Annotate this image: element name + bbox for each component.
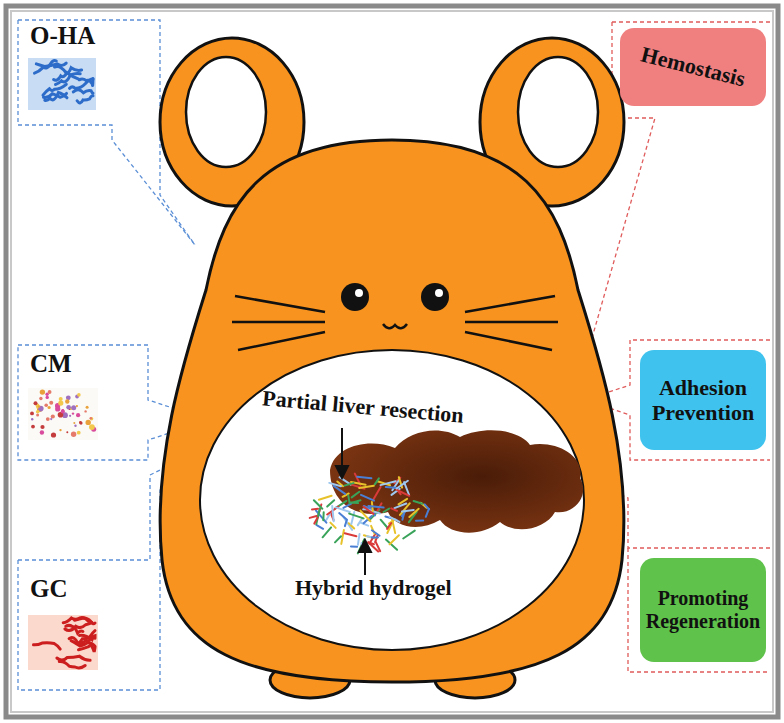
belly-label: Partial liver resection	[261, 385, 465, 429]
function-name: Adhesion Prevention	[648, 375, 758, 426]
eye	[421, 283, 449, 311]
material-name: CM	[30, 350, 130, 378]
function-name: Hemostasis	[638, 42, 747, 92]
gc-panel	[28, 615, 98, 670]
material-name: GC	[30, 575, 130, 603]
cm-texture	[30, 389, 96, 437]
inner-ear	[518, 57, 598, 167]
belly-label: Hybrid hydrogel	[295, 575, 452, 601]
inner-ear	[186, 57, 266, 167]
inner-frame	[11, 11, 773, 712]
hydrogel-fibres	[310, 474, 429, 554]
oha-panel	[28, 58, 96, 110]
component-label: O-HA	[30, 22, 140, 56]
gc-texture	[34, 618, 96, 668]
callout-line	[612, 21, 770, 22]
function-box: Hemostasis	[620, 28, 766, 106]
oha-texture	[35, 61, 94, 103]
eye-shine	[355, 289, 363, 297]
belly	[200, 350, 584, 650]
leader-arrows	[336, 428, 371, 575]
mouth	[383, 324, 407, 328]
component-label: CM	[30, 350, 130, 384]
whiskers	[232, 296, 558, 350]
liver	[330, 430, 583, 532]
mouse-body	[160, 140, 624, 682]
callout-line	[628, 548, 770, 672]
belly-region: Partial liver resectionHybrid hydrogel	[200, 350, 584, 650]
cm-panel	[28, 388, 98, 440]
outer-frame	[6, 6, 778, 717]
function-box: Promoting Regeneration	[640, 558, 766, 662]
function-name: Promoting Regeneration	[646, 587, 760, 633]
component-label: GC	[30, 575, 130, 609]
eye	[341, 283, 369, 311]
function-box: Adhesion Prevention	[640, 350, 766, 450]
eye-shine	[435, 289, 443, 297]
material-name: O-HA	[30, 22, 140, 50]
